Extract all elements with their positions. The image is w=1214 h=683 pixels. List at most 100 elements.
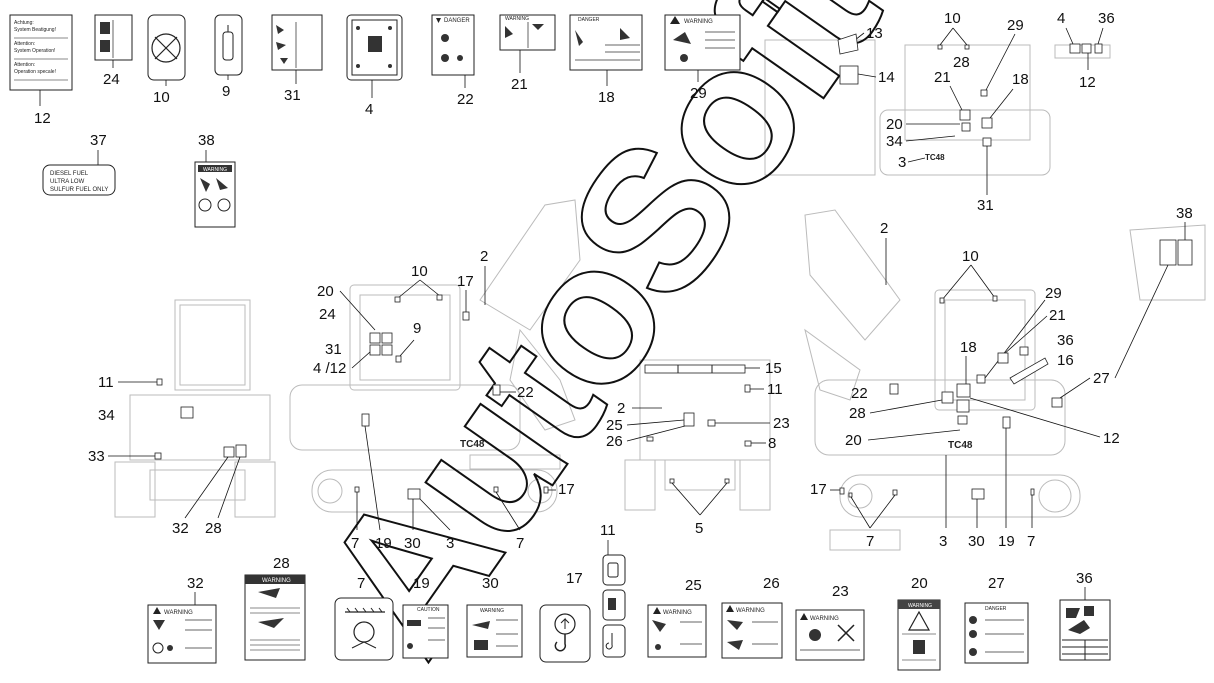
callout-28: 28 (849, 405, 866, 422)
callout-15: 15 (765, 360, 782, 377)
callout-38: 38 (198, 132, 215, 149)
decal-11 (602, 554, 626, 658)
callout-30: 30 (968, 533, 985, 550)
callout-32: 32 (172, 520, 189, 537)
decal-4 (346, 14, 403, 81)
decal-26-warning-text: WARNING (736, 608, 765, 614)
decal-29: WARNING (664, 14, 741, 71)
decal-21-warning-text: WARNING (505, 16, 529, 22)
decal-32: WARNING (147, 604, 217, 664)
decal-38-warning-text: WARNING (203, 167, 227, 173)
excavator-rear-view (114, 299, 276, 518)
decal-22-danger-text: DANGER (444, 18, 470, 24)
callout-5: 5 (695, 520, 703, 537)
callout-9: 9 (413, 320, 421, 337)
decal-27: DANGER (964, 602, 1029, 664)
decal-30-warning-text: WARNING (480, 608, 504, 614)
decal-32-warning-text: WARNING (164, 610, 193, 616)
decal-12-line: Operation specale! (14, 69, 56, 75)
decal-12: Achtung: System Beatigung! Attention: Sy… (9, 14, 73, 91)
callout-9: 9 (222, 83, 230, 100)
decal-19: CAUTION (402, 604, 449, 659)
decal-30: WARNING (466, 604, 523, 658)
callout-24: 24 (103, 71, 120, 88)
callout-29: 29 (1007, 17, 1024, 34)
decal-18: DANGER (569, 14, 643, 71)
callout-22: 22 (851, 385, 868, 402)
diesel-line-1: DIESEL FUEL (50, 171, 89, 177)
callout-11: 11 (98, 374, 114, 391)
decal-36 (1059, 599, 1111, 661)
callout-20: 20 (845, 432, 862, 449)
callout-3: 3 (446, 535, 454, 552)
decal-27-danger-text: DANGER (985, 606, 1007, 612)
callout-7: 7 (351, 535, 359, 552)
callout-34: 34 (886, 133, 903, 150)
decal-9 (214, 14, 243, 76)
decal-12-line: System Operation! (14, 48, 55, 54)
callout-30: 30 (482, 575, 499, 592)
decal-22: DANGER (431, 14, 475, 76)
callout-2: 2 (617, 400, 625, 417)
callout-10: 10 (411, 263, 428, 280)
callout-22: 22 (457, 91, 474, 108)
callout-19: 19 (413, 575, 430, 592)
callout-10: 10 (962, 248, 979, 265)
callout-24: 24 (319, 306, 336, 323)
callout-12: 12 (1103, 430, 1120, 447)
callout-27: 27 (1093, 370, 1110, 387)
callout-7: 7 (516, 535, 524, 552)
decal-18-danger-text: DANGER (578, 17, 600, 23)
callout-14: 14 (878, 69, 895, 86)
callout-20: 20 (886, 116, 903, 133)
callout-28: 28 (273, 555, 290, 572)
callout-3: 3 (939, 533, 947, 550)
callout-31: 31 (284, 87, 301, 104)
callout-12: 12 (1079, 74, 1096, 91)
callout-20: 20 (317, 283, 334, 300)
callout-4: 4 (365, 101, 373, 118)
decal-28-warning-text: WARNING (262, 578, 291, 584)
callout-17: 17 (457, 273, 474, 290)
callout-12: 12 (34, 110, 51, 127)
decal-23-warning-text: WARNING (810, 616, 839, 622)
callout-36: 36 (1098, 10, 1115, 27)
callout-31: 31 (325, 341, 342, 358)
decal-26: WARNING (721, 602, 783, 659)
decal-12-line: Attention: (14, 62, 35, 68)
callout-11: 11 (767, 381, 783, 398)
callout-28: 28 (953, 54, 970, 71)
decal-20: WARNING (897, 599, 941, 671)
decal-25: WARNING (647, 604, 707, 658)
decal-28: WARNING (244, 574, 306, 661)
callout-21: 21 (1049, 307, 1066, 324)
top-row-callouts: 12 24 10 9 31 4 22 21 18 29 (34, 50, 707, 127)
decal-23: WARNING (795, 609, 865, 661)
callout-2: 2 (880, 220, 888, 237)
excavator-left-view (289, 199, 581, 513)
callout-13: 13 (866, 25, 883, 42)
decal-19-caution-text: CAUTION (417, 607, 440, 613)
callout-23: 23 (773, 415, 790, 432)
callout-19: 19 (998, 533, 1015, 550)
callout-31: 31 (977, 197, 994, 214)
callout-26: 26 (763, 575, 780, 592)
excavator-right-view (804, 209, 1081, 551)
decal-12-line: Achtung: (14, 20, 34, 26)
decal-17 (539, 604, 591, 663)
callout-18: 18 (598, 89, 615, 106)
decal-20-warning-text: WARNING (908, 603, 932, 609)
callout-20: 20 (911, 575, 928, 592)
callout-33: 33 (88, 448, 105, 465)
callout-37: 37 (90, 132, 107, 149)
decal-37 (42, 164, 116, 196)
callout-17: 17 (566, 570, 583, 587)
excavator-front-view (624, 359, 771, 511)
callout-38: 38 (1176, 205, 1193, 222)
callout-25: 25 (685, 577, 702, 594)
callout-17: 17 (810, 481, 827, 498)
callout-7: 7 (1027, 533, 1035, 550)
callout-4-12: 4 /12 (313, 360, 346, 377)
callout-3: 3 (898, 154, 906, 171)
callout-34: 34 (98, 407, 115, 424)
